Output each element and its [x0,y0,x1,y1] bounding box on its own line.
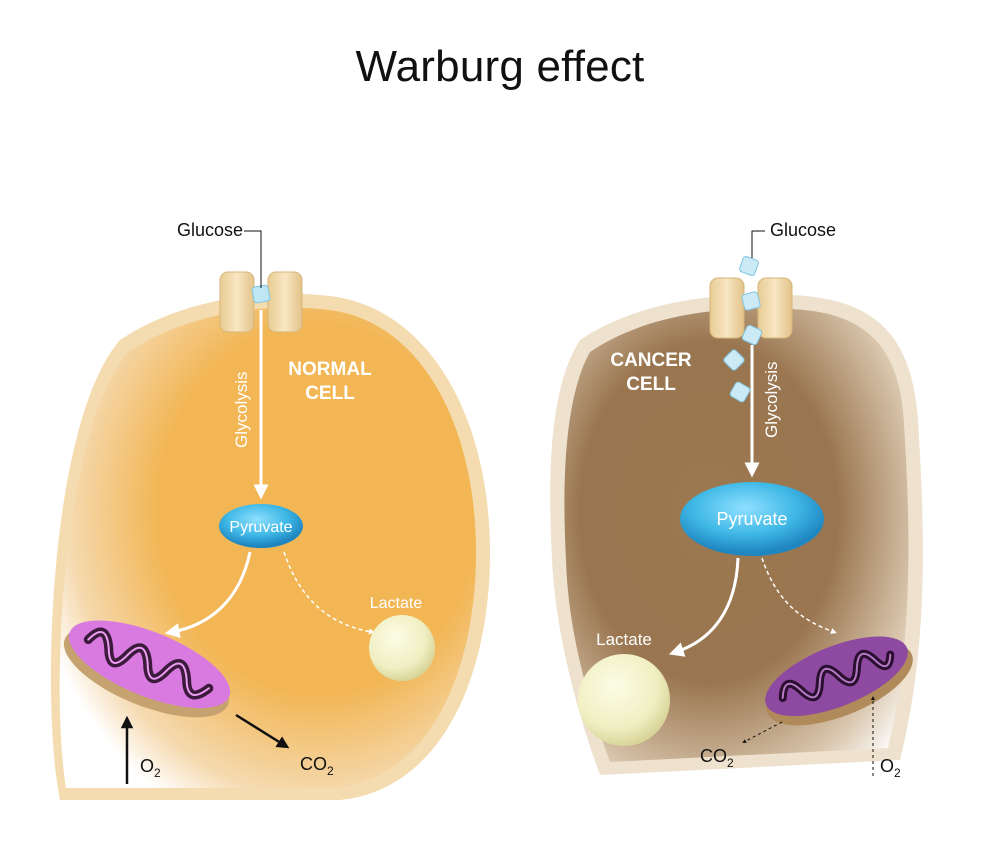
cancer-pyruvate-to-mito-arrow [761,557,837,634]
cancer-glucose-label: Glucose [770,220,836,240]
cancer-glucose-molecules [723,256,763,403]
normal-pyruvate-label: Pyruvate [229,519,292,536]
cancer-cell-label-line2: CELL [626,374,676,395]
cancer-cell: Glucose Glycolysis CANCER CELL Pyruvate [550,220,923,780]
normal-pyruvate-to-lactate-arrow [283,551,375,635]
normal-pyruvate-to-mito-arrow [164,551,252,639]
normal-co2-arrow [235,713,290,749]
normal-cell-body [59,307,477,788]
cancer-mitochondrion [765,636,913,726]
normal-glycolysis-label: Glycolysis [232,371,251,448]
cancer-co2-label: CO2 [700,746,734,770]
normal-cell-label-line2: CELL [305,383,355,404]
normal-cell-label-line1: NORMAL [288,359,372,380]
cancer-cell-label-line1: CANCER [610,350,692,371]
cancer-o2-label: O2 [880,756,901,780]
cancer-glucose-channel [709,277,793,339]
normal-glucose-leader [244,230,262,288]
cancer-pyruvate [680,482,824,556]
diagram-title: Warburg effect [355,42,645,91]
normal-co2-label: CO2 [300,754,334,778]
normal-glucose-molecule [251,284,271,304]
cancer-glucose-leader [751,230,765,265]
cancer-lactate [578,654,670,746]
cancer-glycolysis-label: Glycolysis [762,361,781,438]
cancer-lactate-label: Lactate [596,630,652,649]
normal-lactate [369,615,435,681]
normal-pyruvate [219,504,303,548]
cancer-co2-arrow [742,721,783,743]
normal-lactate-label: Lactate [370,595,423,612]
cancer-pyruvate-to-lactate-arrow [668,557,740,657]
normal-o2-label: O2 [140,756,161,780]
normal-cell: Glucose Glycolysis NORMAL CELL Pyruvate … [50,220,491,800]
normal-mitochondrion [63,620,231,718]
normal-glucose-label: Glucose [177,220,243,240]
normal-glucose-channel [219,271,303,333]
cancer-pyruvate-label: Pyruvate [716,509,787,529]
